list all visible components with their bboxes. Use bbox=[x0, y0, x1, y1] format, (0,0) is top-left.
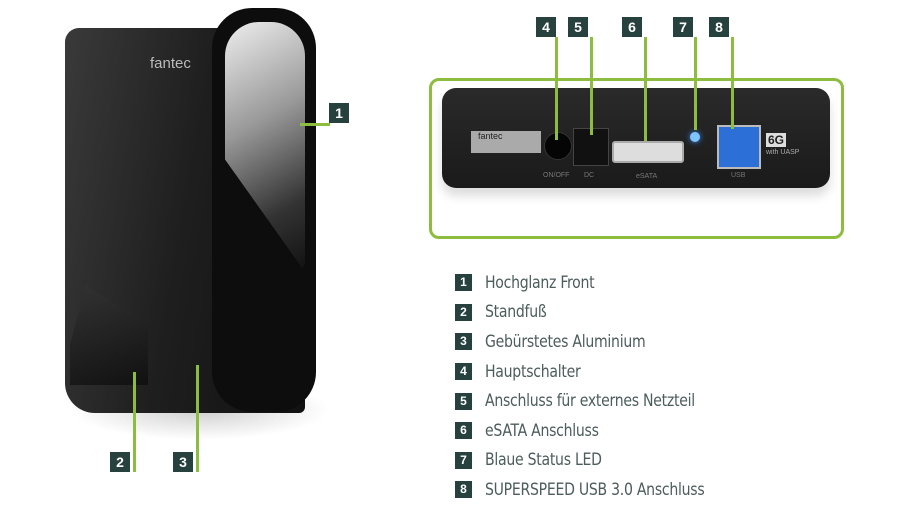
legend-badge: 5 bbox=[455, 392, 472, 410]
back-label-sticker bbox=[471, 131, 541, 153]
legend-label: SUPERSPEED USB 3.0 Anschluss bbox=[485, 479, 705, 500]
callout-badge-8: 8 bbox=[709, 17, 729, 37]
callout-badge-7: 7 bbox=[673, 17, 693, 37]
port-label-esata: eSATA bbox=[636, 173, 658, 180]
legend: 1 Hochglanz Front 2 Standfuß 3 Gebürstetes … bbox=[455, 268, 723, 505]
legend-item: 1 Hochglanz Front bbox=[455, 268, 723, 298]
legend-badge: 7 bbox=[455, 451, 472, 469]
status-led bbox=[690, 132, 700, 142]
legend-item: 4 Hauptschalter bbox=[455, 357, 723, 387]
legend-label: Standfuß bbox=[485, 302, 547, 323]
callout-line-8 bbox=[731, 37, 734, 129]
callout-line-5 bbox=[590, 37, 593, 135]
legend-badge: 6 bbox=[455, 422, 472, 440]
callout-line-2 bbox=[133, 372, 136, 472]
legend-item: 7 Blaue Status LED bbox=[455, 446, 723, 476]
port-label-usb: USB bbox=[731, 172, 746, 179]
front-brand-logo: fantec bbox=[150, 55, 191, 72]
callout-badge-2: 2 bbox=[110, 452, 130, 472]
callout-line-4 bbox=[555, 37, 558, 140]
legend-item: 6 eSATA Anschluss bbox=[455, 416, 723, 446]
legend-badge: 8 bbox=[455, 481, 472, 499]
callout-badge-6: 6 bbox=[622, 17, 642, 37]
legend-item: 2 Standfuß bbox=[455, 298, 723, 328]
legend-label: Gebürstetes Aluminium bbox=[485, 331, 646, 352]
legend-label: eSATA Anschluss bbox=[485, 420, 599, 441]
back-brand-logo: fantec bbox=[478, 131, 503, 141]
legend-badge: 4 bbox=[455, 363, 472, 381]
legend-label: Blaue Status LED bbox=[485, 450, 602, 471]
callout-line-1 bbox=[300, 123, 330, 126]
legend-badge: 3 bbox=[455, 333, 472, 351]
callout-line-6 bbox=[644, 37, 647, 141]
esata-port bbox=[612, 141, 684, 163]
callout-badge-4: 4 bbox=[536, 17, 556, 37]
legend-item: 8 SUPERSPEED USB 3.0 Anschluss bbox=[455, 475, 723, 505]
callout-line-3 bbox=[196, 365, 199, 472]
callout-badge-5: 5 bbox=[568, 17, 588, 37]
port-label-onoff: ON/OFF bbox=[543, 172, 570, 179]
callout-badge-1: 1 bbox=[329, 103, 349, 123]
legend-badge: 1 bbox=[455, 274, 472, 292]
legend-item: 5 Anschluss für externes Netzteil bbox=[455, 386, 723, 416]
legend-label: Hauptschalter bbox=[485, 361, 581, 382]
sata-6g-logo: 6G bbox=[766, 133, 787, 147]
power-button bbox=[544, 132, 572, 160]
legend-item: 3 Gebürstetes Aluminium bbox=[455, 327, 723, 357]
callout-badge-3: 3 bbox=[173, 452, 193, 472]
callout-line-7 bbox=[694, 37, 697, 130]
legend-label: Anschluss für externes Netzteil bbox=[485, 391, 695, 412]
legend-label: Hochglanz Front bbox=[485, 272, 595, 293]
port-label-dc: DC bbox=[584, 172, 595, 179]
usb3-port bbox=[717, 125, 761, 169]
uasp-label: with UASP bbox=[766, 149, 800, 156]
legend-badge: 2 bbox=[455, 303, 472, 321]
